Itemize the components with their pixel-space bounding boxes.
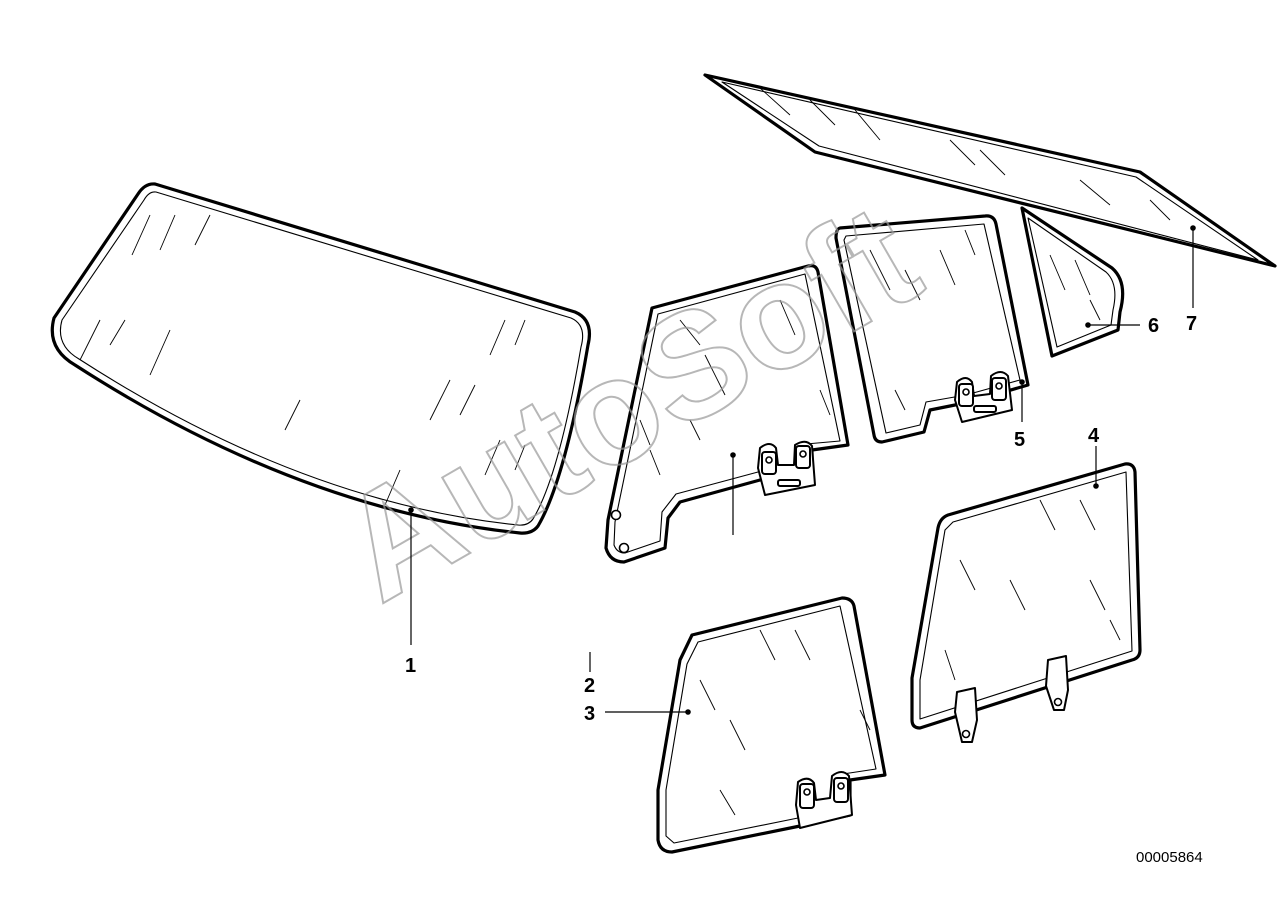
glare-streaks-5: [869, 229, 976, 411]
part-label-7: 7: [1186, 313, 1197, 335]
quarter-glass-6: [1020, 206, 1125, 358]
window-bracket-4: [954, 655, 1069, 743]
part-label-1: 1: [405, 655, 416, 677]
glare-streaks-4: [944, 499, 1121, 681]
leader-lines: [408, 225, 1196, 715]
rear-door-glass-5: [834, 214, 1030, 444]
glare-streaks-7: [759, 87, 1171, 221]
part-label-5: 5: [1014, 429, 1025, 451]
window-bracket-center: [757, 440, 816, 496]
glare-streaks-center: [639, 299, 831, 476]
door-glass-4: [910, 462, 1142, 743]
door-glass-center: [604, 264, 850, 564]
rear-window-glass: [703, 73, 1277, 268]
window-bracket-5: [954, 371, 1013, 423]
glare-streaks-1: [79, 214, 526, 506]
door-glass-3: [656, 596, 887, 854]
part-label-3: 3: [584, 703, 595, 725]
diagram-reference-number: 00005864: [1136, 849, 1203, 866]
part-label-2: 2: [584, 675, 595, 697]
part-label-6: 6: [1148, 315, 1159, 337]
glare-streaks-3: [699, 629, 871, 816]
window-bracket-3: [795, 771, 853, 829]
part-label-4: 4: [1088, 425, 1100, 447]
windscreen-glass: [50, 182, 592, 535]
